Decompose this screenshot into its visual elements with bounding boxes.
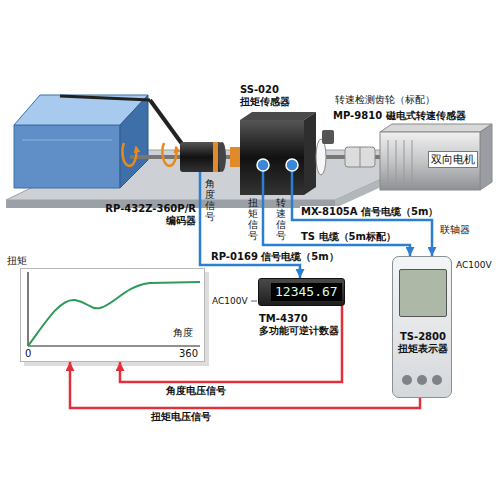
axis-tick: 0 [25, 348, 31, 360]
cable-label: MX-8105A 信号电缆（5m） [300, 206, 439, 218]
counter-device: 12345.67TM-4370 多功能可逆计数器 [258, 278, 345, 306]
torque-chart: 扭矩角度0360 [20, 268, 205, 362]
signal-cable [292, 195, 432, 256]
signal-cable [120, 306, 342, 382]
power-label: AC100V [212, 296, 248, 307]
device-label: TS-2800 扭矩表示器 [395, 331, 451, 355]
signal-name: 转速信号 [276, 197, 286, 241]
device-button [402, 375, 412, 385]
axis-label: 扭矩 [7, 255, 27, 267]
cable-label: RP-0169 信号电缆（5m） [210, 251, 340, 263]
device-button [432, 375, 442, 385]
part-label: SS-020 扭矩传感器 [240, 84, 310, 108]
counter-readout: 12345.67 [271, 283, 342, 301]
cable-label: TS 电缆（5m标配） [300, 231, 397, 243]
part-label: 联轴器 [440, 224, 470, 236]
signal-cable [70, 362, 420, 408]
torque-display: TS-2800 扭矩表示器 [392, 256, 452, 398]
signal-name: 角度信号 [205, 178, 215, 222]
torque-sensor: SS-020 扭矩传感器 [240, 112, 312, 195]
speed-sensor: MP-9810 磁电式转速传感器 [322, 130, 334, 144]
part-label: RP-432Z-360P/R 编码器 [92, 203, 196, 227]
signal-name: 扭矩信号 [248, 197, 258, 241]
axis-tick: 360 [179, 348, 198, 360]
cable-label: 扭矩电压信号 [150, 411, 212, 423]
signal-cable [263, 195, 410, 256]
power-label: AC100V [456, 260, 492, 271]
part-label: MP-9810 磁电式转速传感器 [333, 110, 466, 122]
lcd-screen [399, 269, 447, 317]
axis-label: 角度 [173, 327, 193, 339]
device-label: TM-4370 多功能可逆计数器 [259, 313, 355, 337]
motor-label: 双向电机 [428, 151, 478, 168]
encoder: RP-432Z-360P/R 编码器 [180, 142, 222, 172]
device-button [417, 375, 427, 385]
part-label: 转速检测齿轮（标配） [335, 94, 435, 106]
cable-label: 角度电压信号 [165, 385, 227, 397]
motor: 双向电机 [380, 124, 482, 190]
